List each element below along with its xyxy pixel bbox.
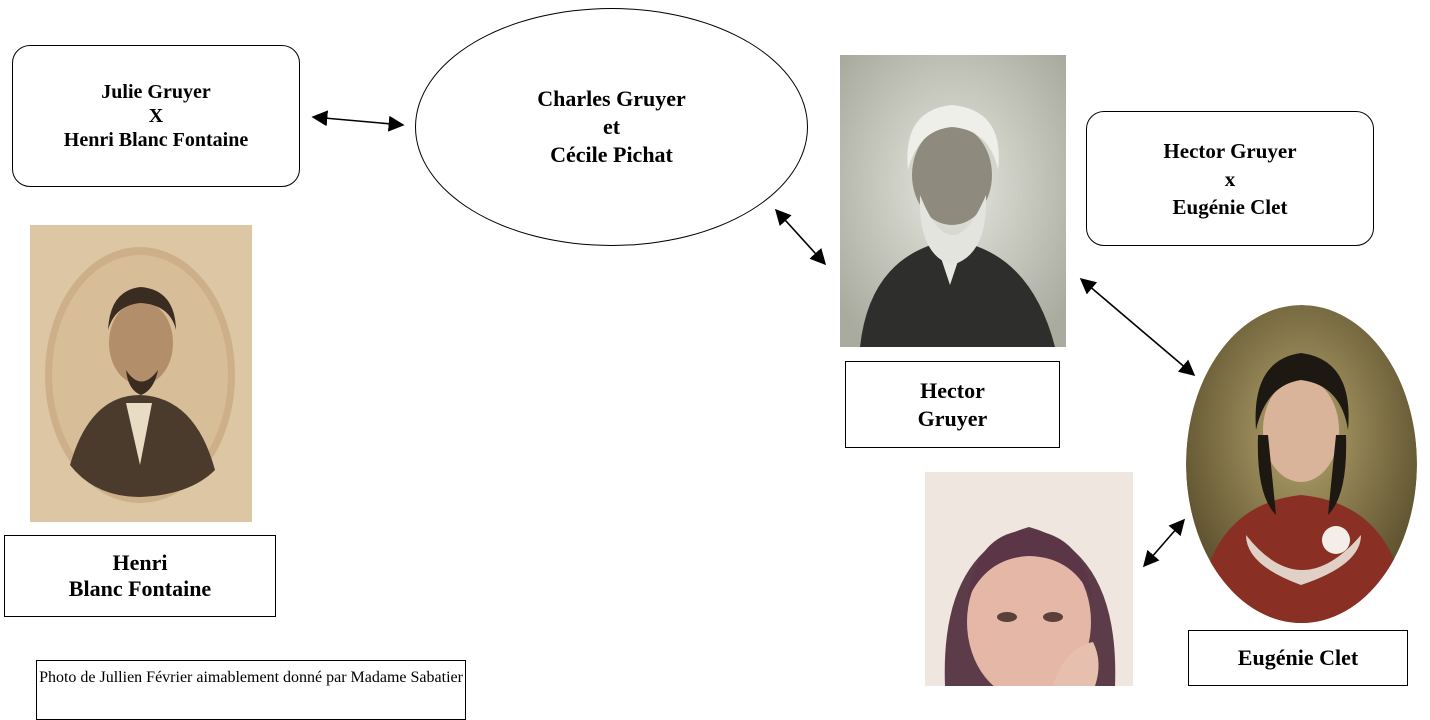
julie-couple-line-3: Henri Blanc Fontaine bbox=[63, 129, 249, 151]
connector-arrows bbox=[311, 110, 1196, 568]
portrait-henri-icon bbox=[30, 225, 252, 522]
hector-couple-line-3: Eugénie Clet bbox=[1172, 194, 1288, 219]
parents-couple-ellipse: Charles Gruyer et Cécile Pichat bbox=[415, 8, 808, 246]
hector-couple-box: Hector Gruyer x Eugénie Clet bbox=[1086, 111, 1374, 246]
parents-couple-line-1: Charles Gruyer bbox=[537, 86, 686, 111]
parents-couple-line-3: Cécile Pichat bbox=[550, 142, 673, 167]
henri-label-box: Henri Blanc Fontaine bbox=[4, 535, 276, 617]
julie-couple-line-2: X bbox=[148, 105, 164, 127]
henri-label-line-2: Blanc Fontaine bbox=[68, 576, 212, 601]
hector-label-line-2: Gruyer bbox=[917, 405, 988, 431]
arrow-julie-parents bbox=[311, 110, 405, 132]
photo-credit-text: Photo de Jullien Février aimablement don… bbox=[39, 669, 463, 686]
portrait-woman-icon bbox=[925, 472, 1133, 686]
parents-couple-line-2: et bbox=[602, 114, 621, 139]
eugenie-label-box: Eugénie Clet bbox=[1188, 630, 1408, 686]
portrait-eugenie-icon bbox=[1186, 305, 1417, 623]
arrow-woman-eugenie bbox=[1142, 518, 1186, 568]
julie-couple-box: Julie Gruyer X Henri Blanc Fontaine bbox=[12, 45, 300, 187]
hector-label-line-1: Hector bbox=[920, 377, 985, 403]
hector-label-box: Hector Gruyer bbox=[845, 361, 1060, 448]
henri-label-line-1: Henri bbox=[112, 550, 168, 575]
hector-couple-line-2: x bbox=[1224, 166, 1236, 191]
eugenie-label-line-1: Eugénie Clet bbox=[1237, 645, 1359, 670]
arrow-parents-hector bbox=[774, 208, 827, 266]
arrow-hector-eugenie bbox=[1079, 277, 1196, 377]
hector-couple-line-1: Hector Gruyer bbox=[1163, 138, 1297, 163]
julie-couple-line-1: Julie Gruyer bbox=[101, 81, 211, 103]
portrait-hector-icon bbox=[840, 55, 1066, 347]
photo-credit-caption: Photo de Jullien Février aimablement don… bbox=[36, 660, 466, 720]
